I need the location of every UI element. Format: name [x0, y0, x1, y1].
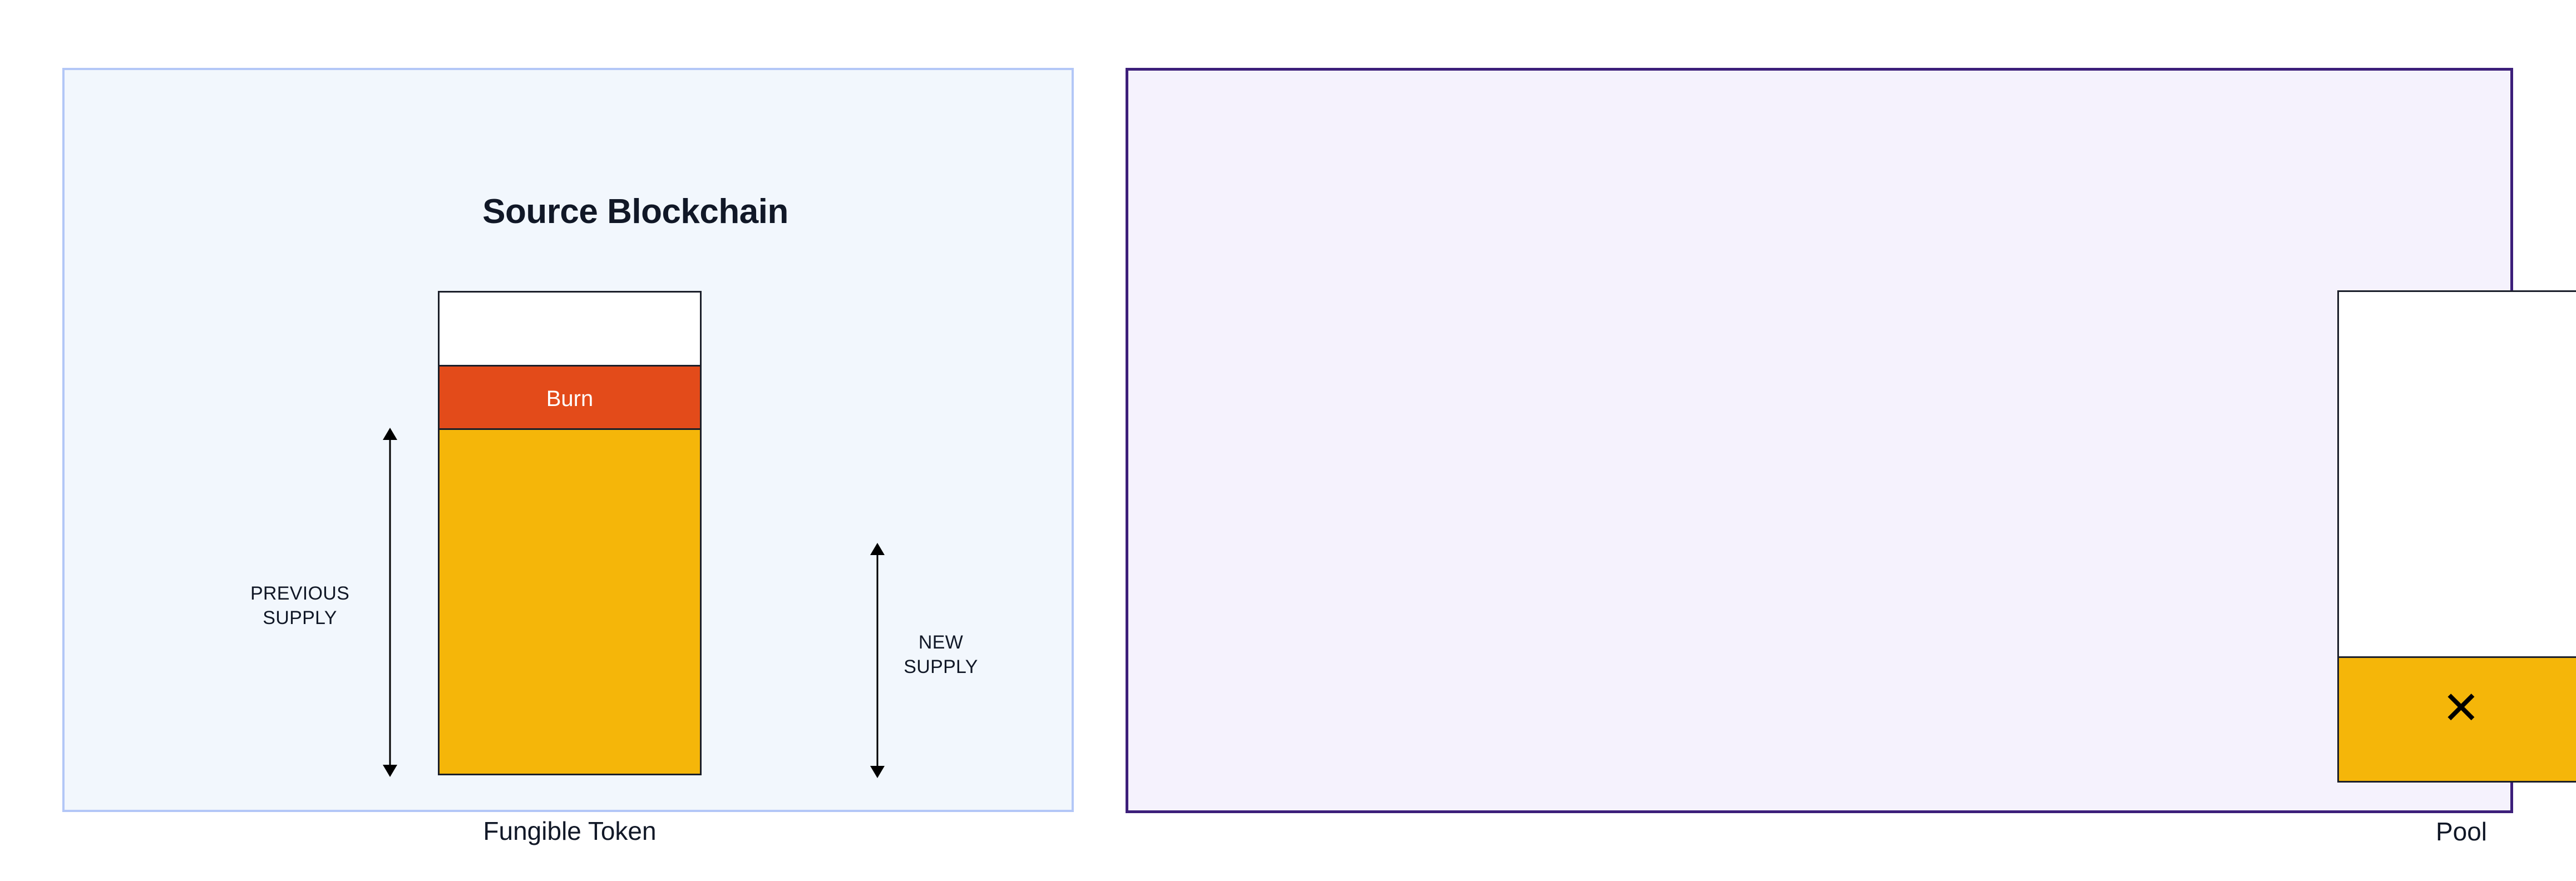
arrow-head-down-icon: [383, 765, 397, 777]
previous-supply-label: PREVIOUS SUPPLY: [250, 583, 350, 628]
arrow-head-up-icon: [870, 543, 885, 555]
new-supply-label: NEW SUPPLY: [904, 632, 978, 677]
bar-segment-burn: Burn: [440, 365, 700, 430]
bar-segment-pool-locked: ✕: [2339, 656, 2576, 781]
destination-blockchain-panel: Destination Blockchain (issuing) ✕ Pool …: [1126, 68, 2576, 844]
bar-segment-remaining-supply: [440, 430, 700, 774]
pool-bar: ✕: [2337, 290, 2576, 783]
arrow-head-up-icon: [383, 428, 397, 440]
arrow-head-down-icon: [870, 766, 885, 778]
arrow-shaft: [876, 552, 879, 769]
previous-supply-measure-arrow: [383, 428, 397, 777]
source-panel-title: Source Blockchain: [482, 192, 788, 231]
source-fungible-token-bar: Burn: [438, 291, 702, 775]
bar-segment-burn-label: Burn: [546, 387, 594, 411]
new-supply-measure-arrow: [870, 543, 885, 778]
source-blockchain-panel: Source Blockchain Burn Fungible Token PR…: [62, 68, 1074, 844]
arrow-shaft: [389, 437, 391, 768]
pool-bar-caption: Pool: [2435, 817, 2488, 846]
source-bar-caption: Fungible Token: [483, 816, 657, 845]
cross-icon: ✕: [2442, 683, 2480, 734]
